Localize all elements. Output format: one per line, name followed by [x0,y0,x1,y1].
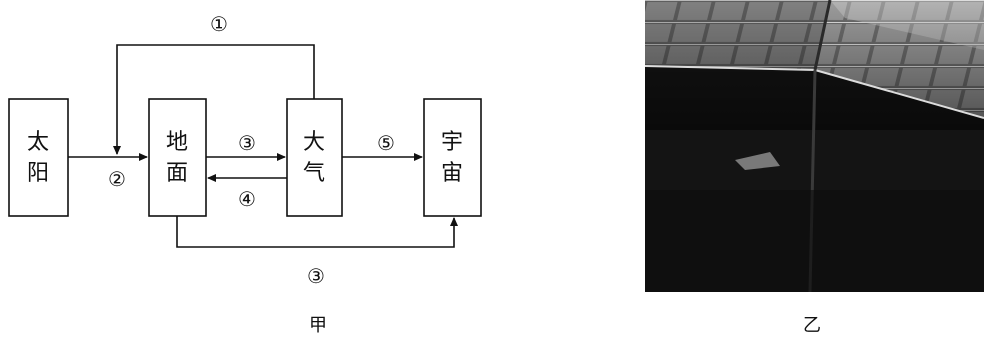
caption-yi: 乙 [803,315,821,336]
space-label-1: 宇 [441,130,463,155]
atmosphere-box [286,98,343,217]
ground-vegetation [645,190,984,292]
space-label-2: 宙 [441,161,463,186]
light-patch [735,152,780,170]
ground-label-2: 面 [166,161,188,186]
label-4: ④ [238,187,256,211]
atmosphere-label-1: 大 [303,130,325,155]
arrow-ground-to-space [176,216,458,248]
label-1: ① [210,12,228,36]
roof-beam-right [814,69,984,119]
ground-label-1: 地 [166,130,188,155]
atmosphere-label-2: 气 [303,161,325,186]
sun-box [8,98,69,217]
space-box [423,98,482,217]
ground-box [148,98,207,217]
arrow-1 [113,44,315,155]
sun-label-1: 太 [27,130,49,155]
caption-jia: 甲 [309,315,327,336]
label-3: ③ [238,131,256,155]
diagram-jia: 太 阳 地 面 大 气 宇 宙 ① ② ③ ④ ⑤ ③ 甲 [8,12,482,336]
sun-label-2: 阳 [27,161,49,186]
photo-yi: 乙 [644,0,984,336]
roof-ridge [813,0,832,71]
label-ground-to-space: ③ [307,264,325,288]
label-5: ⑤ [377,131,395,155]
label-2: ② [108,167,126,191]
roof-beam-left [644,65,816,71]
